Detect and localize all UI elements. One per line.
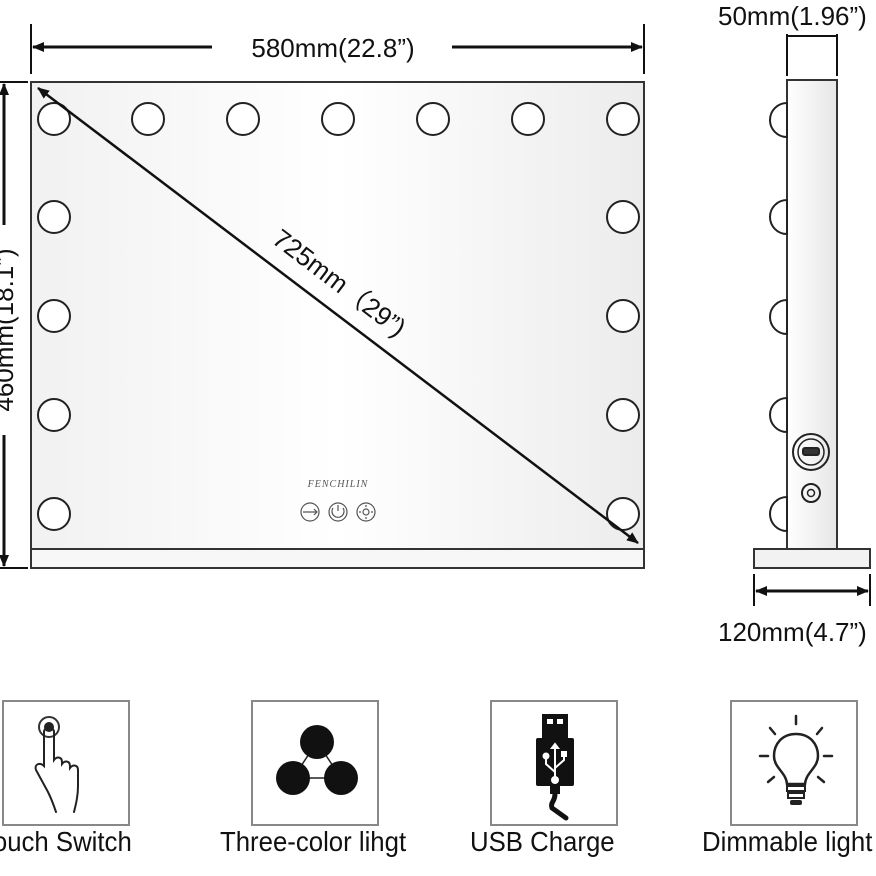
brand-logo-text: FENCHILIN (307, 479, 369, 490)
bulb (606, 200, 640, 234)
side-bulb (769, 396, 788, 434)
height-label: 460mm(18.1”) (0, 248, 19, 411)
diagonal-arrow (37, 87, 639, 544)
side-bulb (769, 495, 788, 533)
bulb (606, 497, 640, 531)
feature-usb-charge-label: USB Charge (470, 826, 615, 857)
feature-usb-charge (490, 700, 618, 826)
bulb (37, 398, 71, 432)
front-touch-controls (300, 502, 376, 522)
side-switch-button (801, 483, 821, 503)
side-bulbs (769, 101, 788, 533)
feature-touch-switch (2, 700, 130, 826)
base-label: 120mm(4.7”) (718, 617, 867, 647)
three-color-dots-icon (276, 725, 358, 795)
bulb (37, 299, 71, 333)
feature-three-color-light-label: Three-color lihgt (220, 826, 407, 857)
feature-touch-switch-label: Touch Switch (0, 826, 132, 857)
usb-plug-icon (536, 714, 574, 821)
bulb (416, 102, 450, 136)
side-usb-port (792, 433, 830, 471)
bulb (226, 102, 260, 136)
touch-finger-icon (34, 716, 79, 813)
bulb (606, 102, 640, 136)
feature-dimmable-light (730, 700, 858, 826)
bulb (37, 200, 71, 234)
feature-three-color-light (251, 700, 379, 826)
mirror-side-body (786, 79, 838, 551)
mirror-base-strip (30, 548, 645, 569)
side-bulb (769, 298, 788, 336)
bulb (606, 299, 640, 333)
width-label: 580mm(22.8”) (251, 33, 414, 63)
brightness-control-icon (356, 502, 376, 522)
bulb (511, 102, 545, 136)
side-bulb (769, 101, 788, 139)
side-bulb (769, 198, 788, 236)
bulb (37, 497, 71, 531)
feature-dimmable-light-label: Dimmable light (702, 826, 873, 857)
power-control-icon (328, 502, 348, 522)
bulb (131, 102, 165, 136)
depth-label: 50mm(1.96”) (718, 1, 867, 31)
mirror-side-base (753, 548, 871, 569)
bulb (321, 102, 355, 136)
light-bulb-icon (758, 714, 834, 805)
bulb (606, 398, 640, 432)
usb-control-icon (300, 502, 320, 522)
